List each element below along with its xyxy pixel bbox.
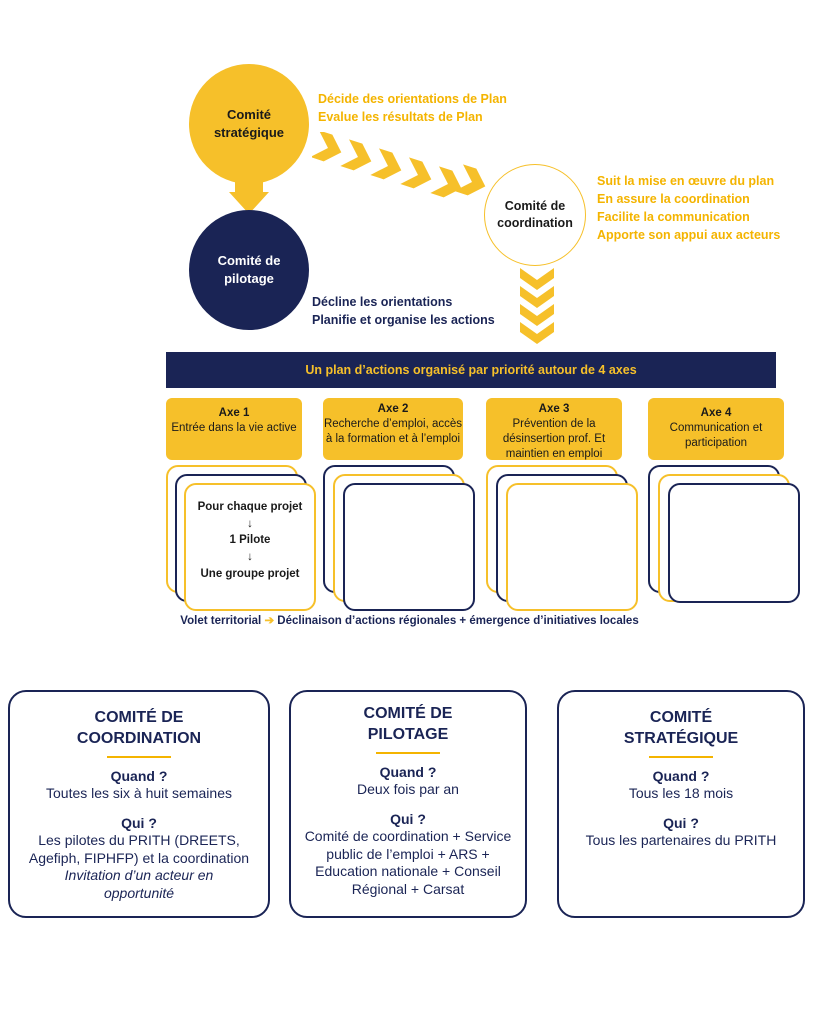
axe-1-text: Entrée dans la vie active: [171, 421, 297, 434]
qui-label: Qui ?: [121, 814, 157, 831]
qui-value: Comité de coordination + Service public …: [304, 828, 512, 897]
down-arrow-small-icon: ↓: [247, 517, 253, 530]
axe-4-text: Communication et participation: [669, 421, 763, 449]
coordination-desc-3: Facilite la communication: [597, 210, 750, 225]
comite-pilotage-label: Comité de pilotage: [217, 253, 281, 286]
vertical-chevrons-icon: [520, 268, 554, 344]
axe-1-title: Axe 1: [218, 407, 250, 419]
axe-3-card-front: [506, 483, 638, 611]
project-card-line-1: Pour chaque projet: [197, 501, 303, 513]
strategique-description: Décide des orientations de Plan Evalue l…: [318, 90, 507, 126]
pilotage-desc-1: Décline les orientations: [312, 295, 453, 309]
plan-banner-text: Un plan d’actions organisé par priorité …: [305, 363, 637, 377]
comite-strategique-label: Comité stratégique: [213, 107, 285, 140]
quand-value: Deux fois par an: [357, 781, 459, 798]
project-card-line-2: 1 Pilote: [229, 534, 271, 547]
axe-3-box: Axe 3 Prévention de la désinsertion prof…: [486, 398, 622, 460]
axe-3-title: Axe 3: [538, 403, 570, 415]
quand-label: Quand ?: [652, 767, 710, 784]
coordination-desc-4: Apporte son appui aux acteurs: [597, 228, 781, 243]
axe-2-box: Axe 2 Recherche d’emploi, accès à la for…: [323, 398, 463, 460]
axe-1-box: Axe 1 Entrée dans la vie active: [166, 398, 302, 460]
pilotage-description: Décline les orientations Planifie et org…: [312, 293, 495, 329]
coordination-desc-1: Suit la mise en œuvre du plan: [597, 174, 775, 188]
quand-value: Toutes les six à huit semaines: [46, 785, 232, 802]
axe-2-text: Recherche d’emploi, accès à la formation…: [323, 417, 463, 445]
qui-note: Invitation d’un acteur en opportunité: [64, 867, 214, 901]
info-box-pilotage: COMITÉ DE PILOTAGE Quand ? Deux fois par…: [289, 690, 527, 918]
territorial-text: Déclinaison d’actions régionales + émerg…: [277, 615, 639, 627]
qui-value: Les pilotes du PRITH (DREETS, Agefiph, F…: [28, 832, 250, 866]
comite-strategique-circle: Comité stratégique: [189, 64, 309, 184]
strategique-desc-2: Evalue les résultats de Plan: [318, 110, 483, 125]
title-underline: [649, 755, 713, 758]
axe-2-title: Axe 2: [377, 403, 409, 415]
strategique-desc-1: Décide des orientations de Plan: [318, 92, 507, 106]
info-box-strategique: COMITÉ STRATÉGIQUE Quand ? Tous les 18 m…: [557, 690, 805, 918]
qui-value: Tous les partenaires du PRITH: [585, 832, 777, 849]
project-card-line-3: Une groupe projet: [200, 567, 300, 580]
qui-label: Qui ?: [390, 810, 426, 827]
comite-pilotage-circle: Comité de pilotage: [189, 210, 309, 330]
pilotage-desc-2: Planifie et organise les actions: [312, 313, 495, 328]
territorial-line: Volet territorial ➔ Déclinaison d’action…: [0, 613, 819, 627]
comite-coordination-circle: Comité de coordination: [484, 164, 586, 266]
down-arrow-small-icon-2: ↓: [247, 551, 253, 564]
axe-4-box: Axe 4 Communication et participation: [648, 398, 784, 460]
coordination-description: Suit la mise en œuvre du plan En assure …: [597, 172, 780, 245]
axe-1-card-front: Pour chaque projet ↓ 1 Pilote ↓ Une grou…: [184, 483, 316, 611]
info-box-title: COMITÉ STRATÉGIQUE: [623, 709, 739, 747]
axe-4-card-front: [668, 483, 800, 603]
title-underline: [107, 755, 171, 758]
qui-label: Qui ?: [663, 814, 699, 831]
axe-2-card-front: [343, 483, 475, 611]
info-box-title: COMITÉ DE COORDINATION: [76, 709, 202, 747]
coordination-desc-2: En assure la coordination: [597, 192, 750, 207]
axe-4-title: Axe 4: [700, 407, 732, 419]
info-box-title: COMITÉ DE PILOTAGE: [363, 705, 453, 743]
axe-3-text: Prévention de la désinsertion prof. Et m…: [502, 417, 606, 460]
quand-label: Quand ?: [110, 767, 168, 784]
plan-banner: Un plan d’actions organisé par priorité …: [166, 352, 776, 388]
title-underline: [376, 751, 440, 754]
territorial-label: Volet territorial: [180, 615, 262, 627]
diagonal-chevrons-icon: [312, 132, 486, 198]
comite-coordination-label: Comité de coordination: [497, 199, 573, 230]
right-arrow-icon: ➔: [264, 615, 275, 627]
quand-value: Tous les 18 mois: [628, 785, 734, 802]
down-arrow-icon: [229, 180, 269, 214]
quand-label: Quand ?: [379, 763, 437, 780]
info-box-coordination: COMITÉ DE COORDINATION Quand ? Toutes le…: [8, 690, 270, 918]
